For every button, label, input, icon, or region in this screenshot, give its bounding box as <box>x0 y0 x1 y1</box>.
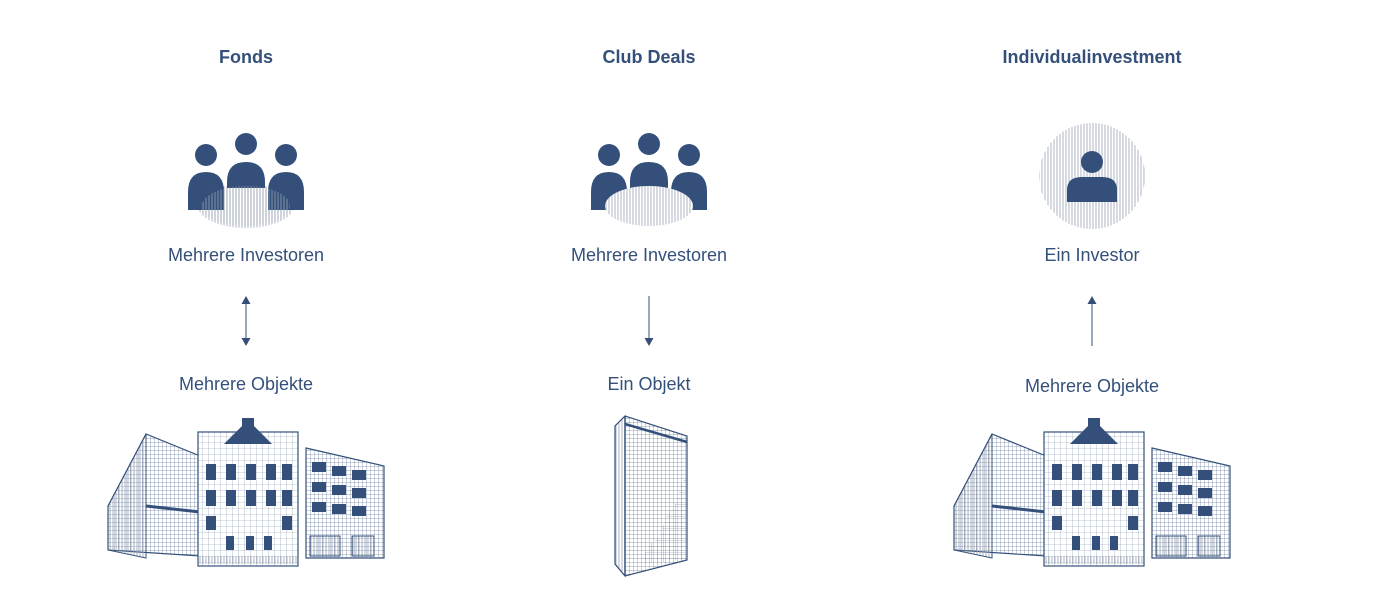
column-title: Club Deals <box>602 47 696 67</box>
column-title: Fonds <box>219 47 273 67</box>
investor-label: Mehrere Investoren <box>570 245 728 265</box>
multiple-buildings-icon <box>882 418 1302 568</box>
column-fonds: Fonds Mehrere Investoren Mehrere Objekte <box>36 0 456 613</box>
column-title: Individualinvestment <box>1002 47 1182 67</box>
investor-label: Ein Investor <box>1044 245 1140 265</box>
column-individualinvestment: Individualinvestment Ein Investor Mehrer… <box>882 0 1302 613</box>
object-label: Ein Objekt <box>607 374 691 394</box>
investor-label: Mehrere Investoren <box>167 245 325 265</box>
object-label: Mehrere Objekte <box>1024 376 1160 396</box>
group-of-investors-icon <box>439 130 859 230</box>
column-club-deals: Club Deals Mehrere Investoren Ein Objekt <box>439 0 859 613</box>
single-tower-icon <box>439 414 859 579</box>
group-of-investors-icon <box>36 130 456 230</box>
bidirectional-arrow-icon <box>36 296 456 346</box>
multiple-buildings-icon <box>36 418 456 568</box>
object-label: Mehrere Objekte <box>178 374 314 394</box>
down-arrow-icon <box>439 296 859 346</box>
up-arrow-icon <box>882 296 1302 346</box>
single-investor-icon <box>882 122 1302 230</box>
